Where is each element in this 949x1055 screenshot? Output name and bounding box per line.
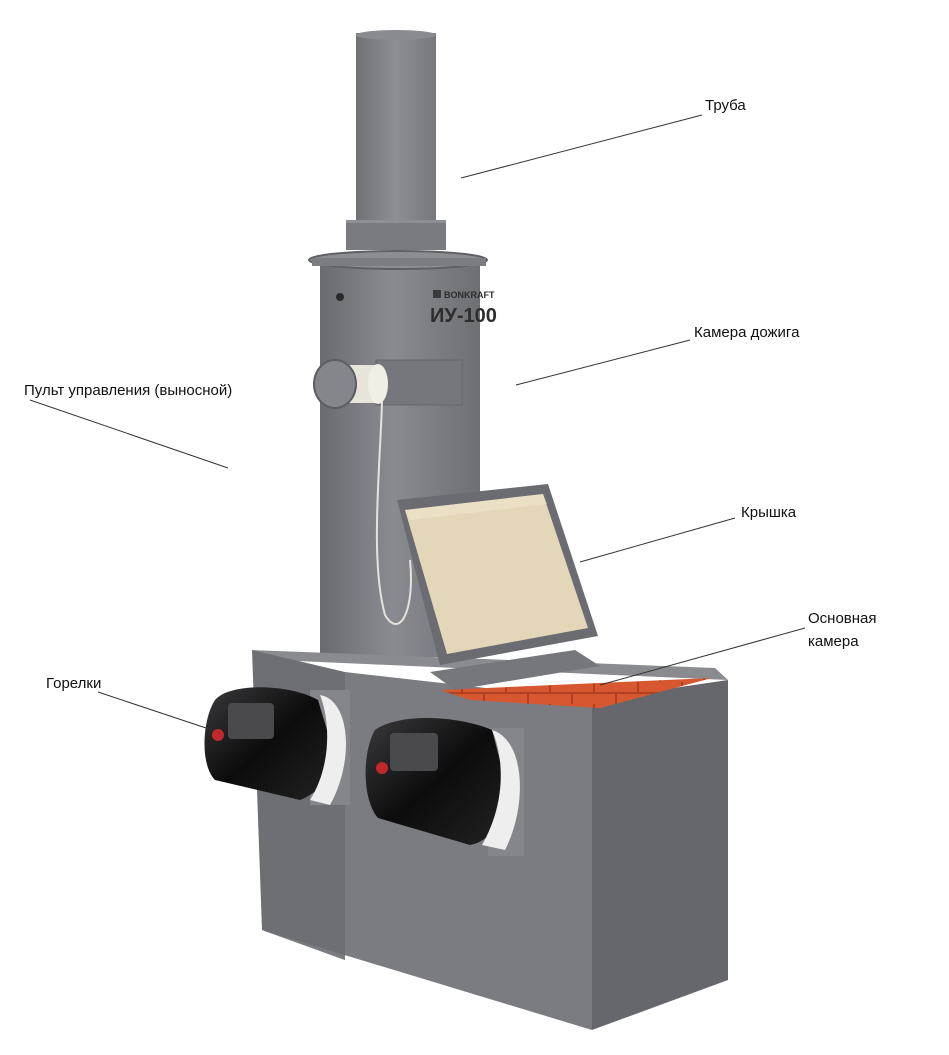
- label-lid: Крышка: [741, 504, 797, 521]
- leader-main-chamber: [599, 627, 806, 686]
- burner-left: [204, 687, 350, 805]
- model-name: ИУ-100: [430, 305, 497, 327]
- leader-pipe: [460, 114, 703, 179]
- burner-right: [365, 717, 524, 856]
- pipe: [346, 30, 446, 250]
- leader-control-panel: [29, 399, 229, 469]
- afterburn-chamber: BONKRAFT ИУ-100: [308, 250, 497, 657]
- label-control-panel: Пульт управления (выносной): [24, 382, 233, 399]
- port-hole: [336, 293, 344, 301]
- brand-name: BONKRAFT: [444, 290, 495, 300]
- label-burners: Горелки: [46, 675, 102, 692]
- label-pipe: Труба: [705, 97, 746, 114]
- leader-lines: [29, 114, 806, 731]
- label-main-chamber-line2: камера: [808, 633, 859, 650]
- leader-lid: [579, 517, 736, 563]
- label-afterburn-chamber: Камера дожига: [694, 324, 800, 341]
- label-main-chamber-line1: Основная: [808, 610, 877, 627]
- lid: [397, 484, 598, 665]
- leader-burners: [97, 691, 213, 731]
- leader-afterburn: [515, 339, 691, 386]
- brand-logo-icon: [433, 290, 441, 298]
